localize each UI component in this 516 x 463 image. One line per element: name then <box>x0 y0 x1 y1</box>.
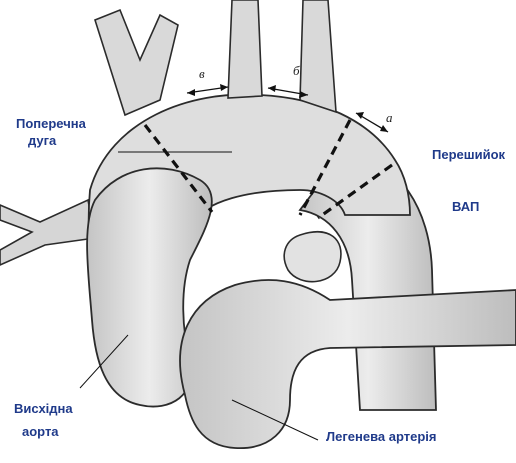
label-transverse-arch-line1: Поперечна <box>16 115 86 132</box>
mark-b: б <box>293 63 300 78</box>
label-transverse-arch: Поперечна дуга <box>16 115 86 149</box>
pulmonary-branch <box>284 232 341 282</box>
label-ascending-line2: аорта <box>22 423 73 440</box>
label-transverse-arch-line2: дуга <box>28 132 86 149</box>
left-branch-vessel <box>0 200 95 265</box>
label-pulmonary-artery: Легенева артерія <box>326 428 436 445</box>
mark-a: а <box>386 110 393 125</box>
label-ascending-line1: Висхідна <box>14 400 73 417</box>
label-isthmus: Перешийок <box>432 146 505 163</box>
brachiocephalic-trunk <box>95 10 178 115</box>
label-ascending-aorta: Висхідна аорта <box>14 400 73 440</box>
pulmonary-artery <box>180 280 516 448</box>
mark-v: в <box>199 66 205 81</box>
left-common-carotid <box>228 0 262 98</box>
label-vap: ВАП <box>452 198 479 215</box>
